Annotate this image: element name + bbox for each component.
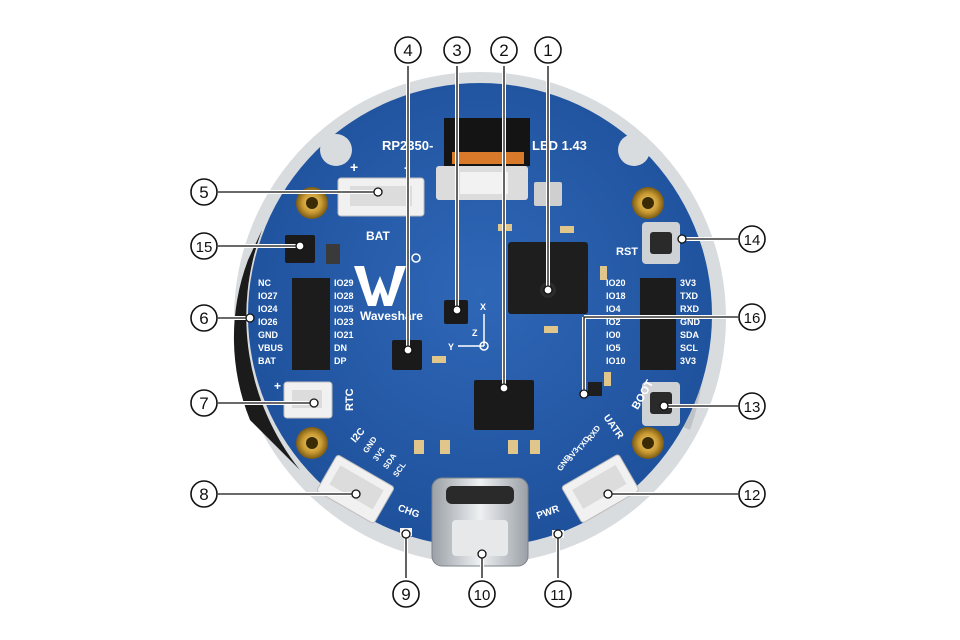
- flash-chip: [474, 380, 534, 430]
- board-title-right: LED 1.43: [532, 138, 587, 153]
- axis-y-label: Y: [448, 342, 454, 352]
- callout-12: 12: [744, 487, 761, 504]
- right-header-labels-right: 3V3 TXD RXD GND SDA SCL 3V3: [680, 278, 701, 366]
- svg-text:GND: GND: [680, 317, 701, 327]
- brand-label: Waveshare: [360, 309, 423, 323]
- callout-10: 10: [474, 587, 491, 604]
- callout-15: 15: [196, 239, 213, 256]
- callout-1: 1: [543, 41, 552, 60]
- display-fpc: [436, 118, 530, 200]
- leader-endpoints: [245, 187, 687, 559]
- right-header-labels-left: IO20 IO18 IO4 IO2 IO0 IO5 IO10: [606, 278, 626, 366]
- mounting-holes: [296, 187, 664, 459]
- left-header-labels-left: NC IO27 IO24 IO26 GND VBUS BAT: [258, 278, 283, 366]
- svg-text:IO18: IO18: [606, 291, 626, 301]
- callout-14: 14: [744, 232, 761, 249]
- waveshare-logo: [354, 253, 421, 306]
- svg-text:DP: DP: [334, 356, 347, 366]
- callout-16: 16: [744, 310, 761, 327]
- bat-plus-label: +: [350, 159, 358, 175]
- mount-notch: [320, 134, 352, 166]
- callout-9: 9: [401, 585, 410, 604]
- axis-x-label: X: [480, 302, 486, 312]
- svg-text:SCL: SCL: [680, 343, 699, 353]
- inductor: [326, 244, 340, 264]
- left-header-labels-right: IO29 IO28 IO25 IO23 IO21 DN DP: [334, 278, 354, 366]
- uart-connector: [561, 454, 639, 523]
- ldo: [588, 382, 602, 396]
- svg-text:BAT: BAT: [258, 356, 276, 366]
- svg-text:3V3: 3V3: [680, 278, 696, 288]
- axis-z-label: Z: [472, 328, 478, 338]
- rtc-chip: [392, 340, 422, 370]
- right-gpio-header: [640, 278, 676, 370]
- svg-text:NC: NC: [258, 278, 271, 288]
- svg-text:IO25: IO25: [334, 304, 354, 314]
- imu-axes-marking: [458, 314, 489, 351]
- callout-numbers: 1 2 3 4 5 6 7 8 9 10 11 12 13 14 15 16: [196, 41, 761, 604]
- callout-3: 3: [452, 41, 461, 60]
- svg-text:TXD: TXD: [680, 291, 699, 301]
- rtc-label: RTC: [344, 388, 356, 411]
- callout-5: 5: [199, 183, 208, 202]
- svg-text:IO10: IO10: [606, 356, 626, 366]
- display-glass-edge: [233, 230, 300, 470]
- bat-label: BAT: [366, 229, 390, 243]
- svg-text:IO5: IO5: [606, 343, 621, 353]
- i2c-connector: [317, 455, 394, 524]
- svg-text:IO24: IO24: [258, 304, 278, 314]
- svg-text:IO23: IO23: [334, 317, 354, 327]
- svg-text:IO21: IO21: [334, 330, 354, 340]
- svg-text:IO2: IO2: [606, 317, 621, 327]
- svg-text:3V3: 3V3: [680, 356, 696, 366]
- svg-text:SDA: SDA: [680, 330, 700, 340]
- svg-text:IO4: IO4: [606, 304, 621, 314]
- rst-label: RST: [616, 246, 638, 258]
- svg-text:IO26: IO26: [258, 317, 278, 327]
- battery-connector: [337, 177, 425, 217]
- svg-text:RXD: RXD: [680, 304, 700, 314]
- callout-2: 2: [499, 41, 508, 60]
- callout-11: 11: [550, 587, 566, 604]
- svg-text:DN: DN: [334, 343, 347, 353]
- svg-text:GND: GND: [258, 330, 279, 340]
- callout-13: 13: [744, 399, 761, 416]
- svg-text:IO0: IO0: [606, 330, 621, 340]
- mount-notch: [618, 134, 650, 166]
- left-gpio-header: [292, 278, 330, 370]
- usb-c-port: [431, 477, 529, 567]
- callout-8: 8: [199, 485, 208, 504]
- svg-text:IO28: IO28: [334, 291, 354, 301]
- callout-4: 4: [403, 41, 412, 60]
- svg-text:IO29: IO29: [334, 278, 354, 288]
- rtc-plus-label: +: [274, 379, 281, 393]
- callout-7: 7: [199, 394, 208, 413]
- svg-text:VBUS: VBUS: [258, 343, 283, 353]
- reset-button: [642, 222, 680, 264]
- leader-lines: [218, 66, 738, 578]
- callout-circles: [190, 36, 766, 608]
- callout-6: 6: [199, 309, 208, 328]
- rtc-battery-connector: [283, 381, 333, 419]
- svg-text:IO27: IO27: [258, 291, 278, 301]
- svg-text:IO20: IO20: [606, 278, 626, 288]
